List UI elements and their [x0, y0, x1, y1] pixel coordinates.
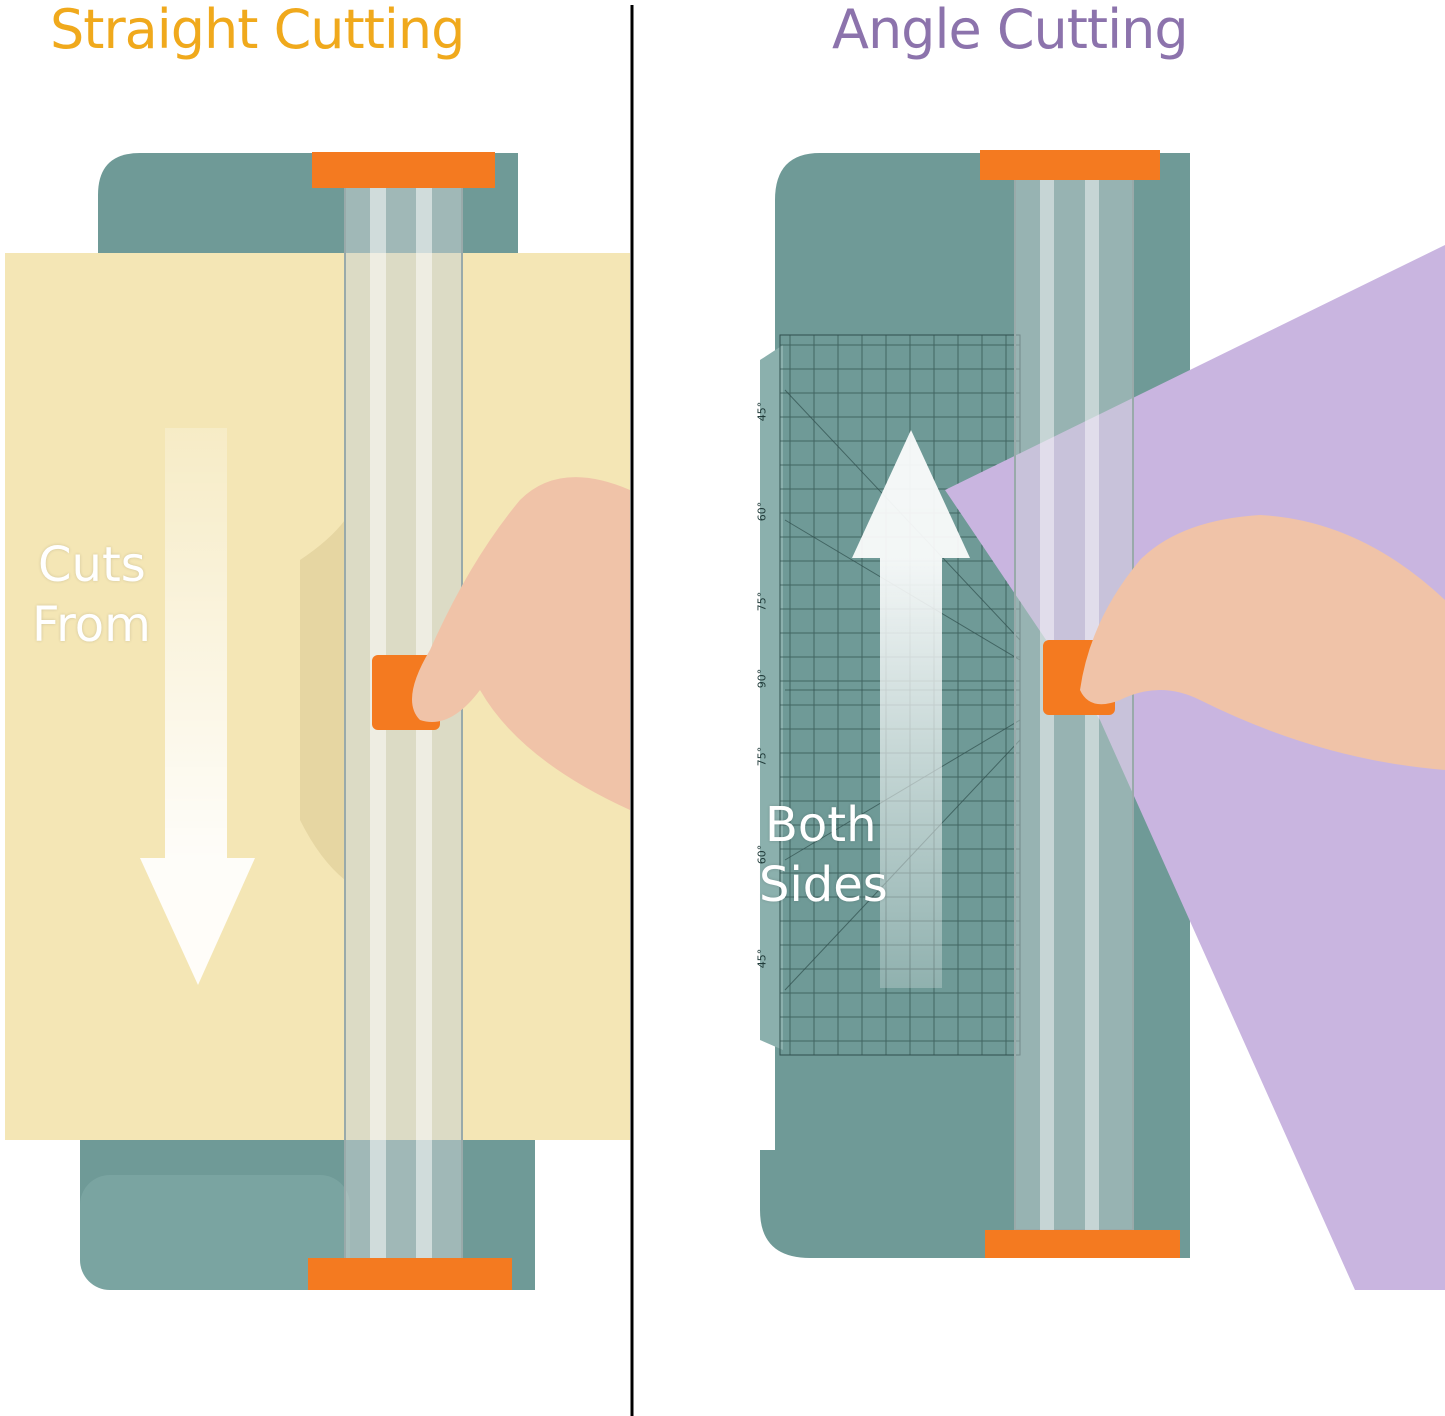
right-arrow [852, 430, 970, 988]
overlay-line-2: Sides [759, 857, 888, 913]
angle-label: 75° [755, 746, 769, 767]
overlay-line-1: Cuts [38, 537, 146, 593]
angle-label: 60° [755, 501, 769, 522]
both-sides-label: Both Sides [759, 795, 888, 915]
right-cap-top [980, 150, 1160, 180]
right-trimmer [760, 150, 1445, 1290]
left-hand [412, 477, 630, 810]
angle-label: 45° [755, 401, 769, 422]
overlay-line-1: Both [765, 797, 877, 853]
right-cap-bottom [985, 1230, 1180, 1258]
angle-label: 75° [755, 591, 769, 612]
right-paper [945, 245, 1445, 1290]
straight-cutting-title: Straight Cutting [50, 0, 465, 61]
left-base-bottom-panel [80, 1175, 350, 1290]
right-base-flap [760, 345, 783, 1050]
right-hand [1080, 515, 1445, 770]
left-arrow [140, 428, 255, 985]
left-trimmer [5, 152, 630, 1290]
overlay-line-2: From [32, 597, 151, 653]
angle-label: 45° [755, 948, 769, 969]
right-grid [779, 334, 1021, 1056]
left-cap-bottom [308, 1258, 512, 1290]
left-cap-top [312, 152, 495, 188]
angle-label: 90° [755, 668, 769, 689]
angle-cutting-title: Angle Cutting [832, 0, 1189, 61]
cuts-from-label: Cuts From [32, 535, 151, 655]
left-paper-shadow [300, 520, 345, 880]
